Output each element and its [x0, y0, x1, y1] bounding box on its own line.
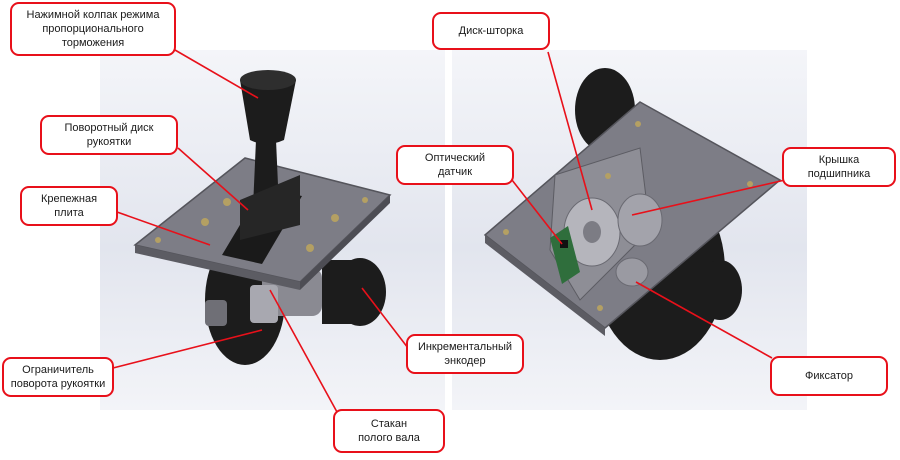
callout-latch-text: Фиксатор [805, 370, 853, 382]
callout-pressure-cap: Нажимной колпак режима пропорционального… [10, 2, 176, 56]
left-plate-edge-front [135, 245, 300, 290]
screw [155, 237, 161, 243]
right-sensor-chip [560, 240, 568, 248]
leader-shutter-disk [547, 51, 593, 211]
callout-rotary-disk: Поворотный диск рукоятки [40, 115, 178, 155]
screw [635, 121, 641, 127]
left-pressure-cap [240, 71, 296, 144]
left-assembly [133, 70, 392, 365]
leader-shaft-cup [269, 289, 338, 413]
callout-bearing-cover-text: Крышка подшипника [807, 154, 871, 180]
callout-shutter-disk: Диск-шторка [432, 12, 550, 50]
callout-encoder: Инкрементальный энкодер [406, 334, 524, 374]
right-encoder-back [698, 260, 742, 320]
screw [331, 214, 339, 222]
right-disk-hub [583, 221, 601, 243]
leader-limiter [112, 329, 263, 369]
callout-encoder-text: Инкрементальный энкодер [417, 341, 513, 367]
right-optical-sensor [550, 226, 580, 284]
screw [306, 244, 314, 252]
leader-bearing-cover [631, 179, 786, 216]
callout-optical-sensor-text: Оптический датчик [424, 152, 486, 178]
screw [747, 181, 753, 187]
callout-optical-sensor: Оптический датчик [396, 145, 514, 185]
callout-limiter-text: Ограничитель поворота рукоятки [10, 364, 106, 390]
right-latch [615, 257, 649, 287]
leader-lines [112, 49, 786, 413]
screw [223, 198, 231, 206]
leader-pressure-cap [174, 49, 259, 99]
left-limiter-pin [205, 300, 227, 326]
screw [201, 218, 209, 226]
right-bearing-cover [617, 193, 663, 247]
leader-rotary-disk [177, 147, 249, 211]
callout-latch: Фиксатор [770, 356, 888, 396]
left-plate-edge-side [300, 195, 390, 290]
right-assembly [483, 68, 782, 360]
left-hub [250, 285, 278, 323]
callout-limiter: Ограничитель поворота рукоятки [2, 357, 114, 397]
left-encoder-side [322, 260, 360, 324]
leader-latch [635, 281, 773, 359]
callout-shutter-disk-text: Диск-шторка [458, 25, 524, 37]
callout-pressure-cap-text: Нажимной колпак режима пропорционального… [26, 9, 160, 49]
screw [362, 197, 368, 203]
callout-bearing-cover: Крышка подшипника [782, 147, 896, 187]
leader-mount-plate [116, 211, 211, 246]
leader-encoder [361, 287, 409, 349]
leader-optical-sensor [511, 179, 563, 245]
callout-shaft-cup: Стакан полого вала [333, 409, 445, 453]
left-rotary-disk [240, 175, 300, 240]
screw [605, 173, 611, 179]
screw [503, 229, 509, 235]
callout-rotary-disk-text: Поворотный диск рукоятки [64, 122, 154, 148]
callout-mount-plate-text: Крепежная плита [40, 193, 98, 219]
callout-mount-plate: Крепежная плита [20, 186, 118, 226]
right-plate-edge [485, 235, 605, 336]
left-cap-top [240, 70, 296, 90]
screw [597, 305, 603, 311]
callout-shaft-cup-text: Стакан полого вала [358, 418, 420, 444]
